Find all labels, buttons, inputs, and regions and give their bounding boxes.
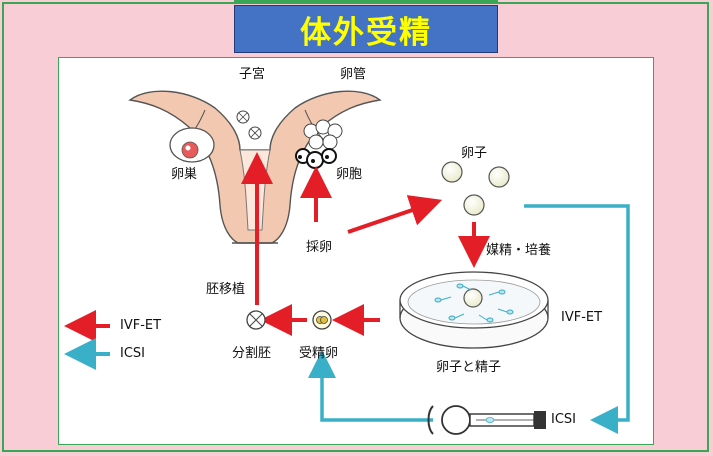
label-insemination-culture: 媒精・培養	[486, 243, 552, 258]
label-follicle: 卵胞	[336, 167, 363, 182]
icsi-path-left	[308, 350, 433, 422]
label-fallopian-tube: 卵管	[340, 67, 367, 82]
ovary-left	[169, 127, 215, 163]
label-cleavage-embryo: 分割胚	[232, 346, 272, 361]
label-egg-retrieval: 採卵	[306, 240, 333, 255]
label-ovary: 卵巣	[171, 167, 198, 182]
cleavage-embryo-icon	[246, 310, 266, 330]
label-fertilized-egg: 受精卵	[299, 346, 339, 361]
uterus-embryos	[236, 110, 262, 140]
label-uterus: 子宮	[239, 67, 266, 82]
label-embryo-transfer: 胚移植	[206, 282, 246, 297]
to-eggs-arrow	[347, 195, 443, 234]
fertilized-egg-icon	[312, 310, 332, 330]
legend-label-ivf-et: IVF-ET	[120, 318, 162, 333]
legend	[64, 310, 110, 370]
label-icsi-device: ICSI	[551, 412, 576, 427]
icsi-path-right	[524, 204, 630, 434]
icsi-device	[427, 405, 546, 435]
label-egg: 卵子	[461, 146, 488, 161]
label-ivf-et-dish: IVF-ET	[561, 310, 603, 325]
diagram-panel	[58, 57, 654, 445]
page-title: 体外受精	[300, 14, 432, 51]
follicle-cluster	[295, 119, 343, 169]
label-egg-and-sperm: 卵子と精子	[436, 360, 502, 375]
eggs-group	[441, 161, 510, 216]
top-accent-line	[234, 0, 498, 3]
outer-frame	[2, 2, 709, 452]
legend-label-icsi: ICSI	[120, 346, 145, 361]
petri-dish	[399, 271, 549, 349]
title-banner: 体外受精	[234, 5, 498, 53]
